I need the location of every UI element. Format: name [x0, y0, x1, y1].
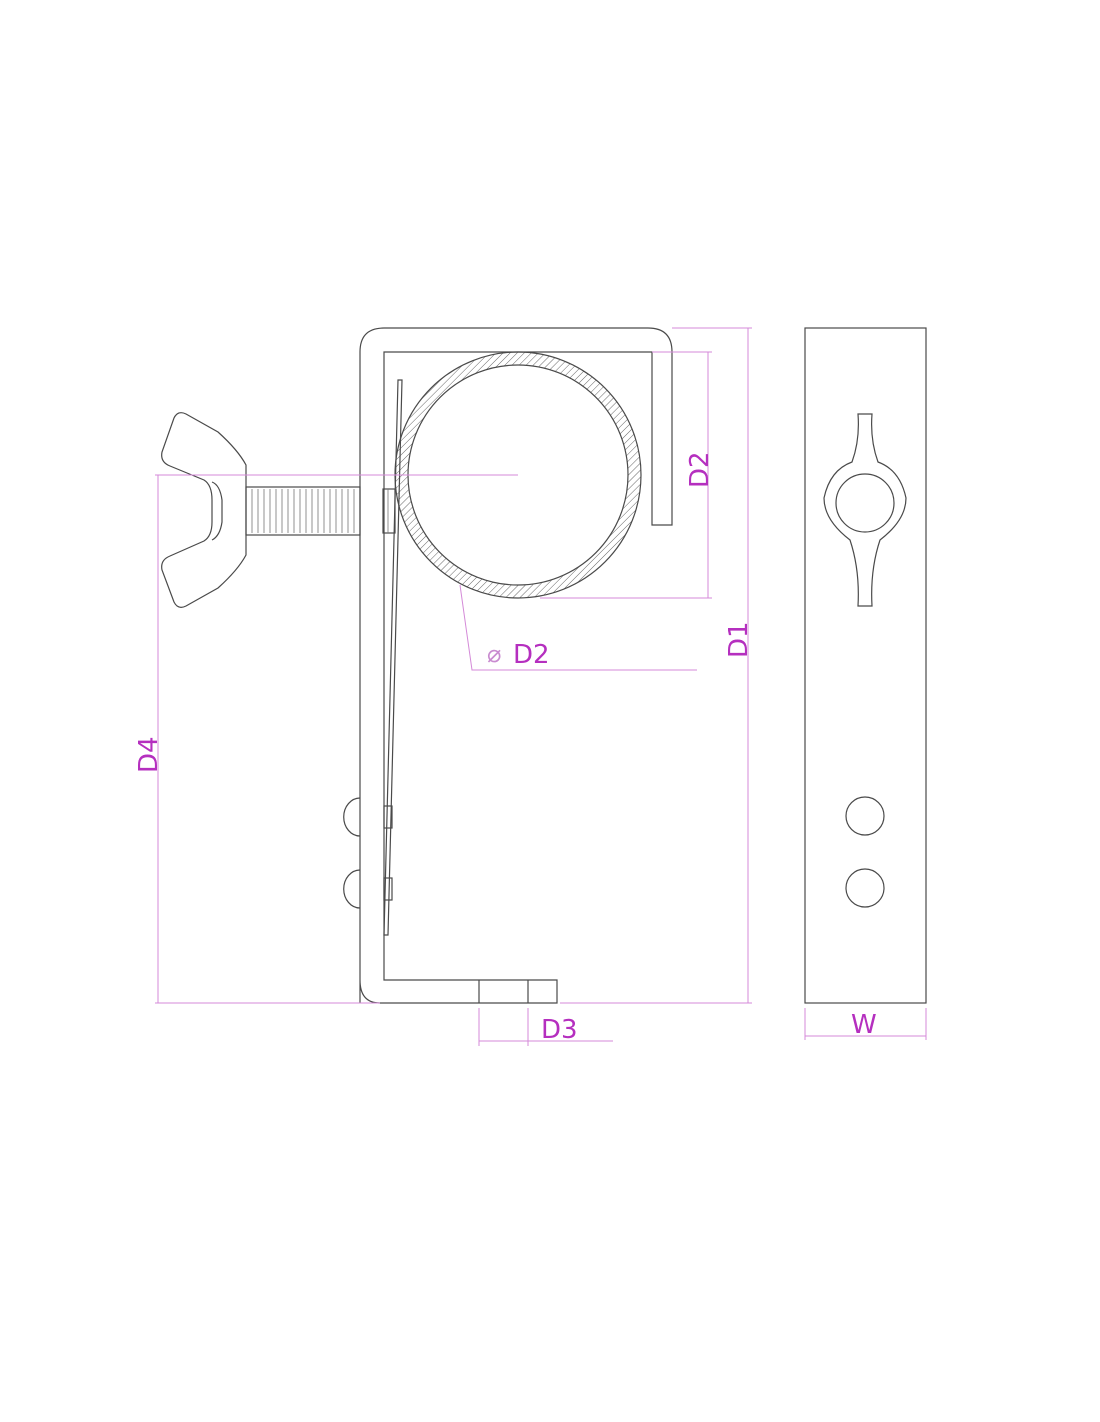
rivets [343, 797, 361, 909]
wing-nut-icon [161, 412, 247, 608]
label-d1: D1 [724, 621, 754, 658]
threaded-bolt [245, 486, 396, 536]
mounting-hole-icon [845, 796, 885, 836]
label-d4: D4 [134, 736, 164, 773]
wing-nut-side-icon [823, 413, 907, 607]
diameter-symbol: ⌀ [487, 640, 501, 668]
mounting-hole-icon [845, 868, 885, 908]
pipe-section [394, 351, 642, 599]
bracket-side-view [804, 327, 927, 1004]
label-w: W [851, 1010, 877, 1040]
bracket-front-view [359, 327, 673, 1004]
dimension-lines [155, 327, 927, 1046]
label-d2: D2 [685, 451, 715, 488]
label-d3: D3 [541, 1015, 578, 1045]
label-d2-diameter: D2 [513, 640, 550, 670]
pressure-plate [383, 379, 403, 936]
